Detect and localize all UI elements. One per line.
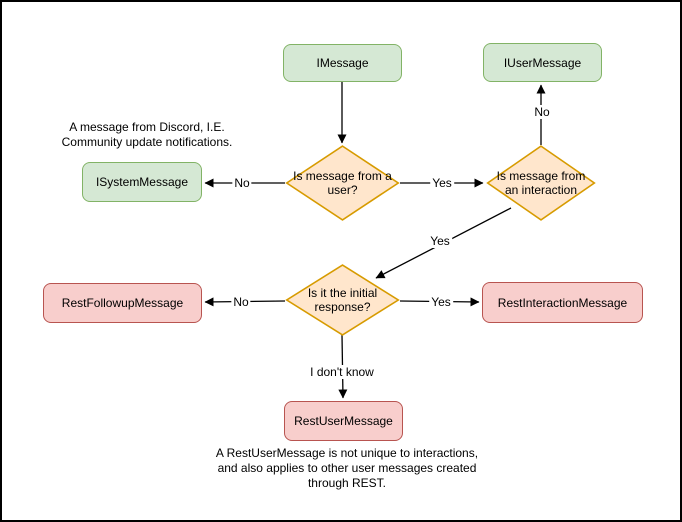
note-restusermessage: A RestUserMessage is not unique to inter… [215, 446, 479, 490]
node-restusermessage[interactable]: RestUserMessage [284, 401, 403, 441]
node-iusermessage[interactable]: IUserMessage [483, 43, 602, 82]
decision-from-interaction-label: Is message from an interaction [496, 169, 586, 197]
node-isystemmessage-label: ISystemMessage [95, 175, 189, 189]
node-restinteractionmessage-label: RestInteractionMessage [497, 295, 628, 310]
node-isystemmessage[interactable]: ISystemMessage [82, 162, 202, 202]
diamond-shape [486, 145, 596, 221]
node-iusermessage-label: IUserMessage [503, 55, 582, 70]
edge-label-yes-interaction: Yes [430, 176, 454, 190]
node-restusermessage-label: RestUserMessage [294, 414, 393, 428]
edge-label-no-usermessage: No [532, 105, 552, 119]
node-decision-initial-response[interactable]: Is it the initial response? [285, 264, 400, 336]
node-decision-from-user[interactable]: Is message from a user? [285, 145, 400, 221]
node-decision-from-interaction[interactable]: Is message from an interaction [486, 145, 596, 221]
edge-label-yes-initial: Yes [428, 234, 452, 248]
node-imessage-label: IMessage [316, 56, 369, 70]
node-restinteractionmessage[interactable]: RestInteractionMessage [482, 282, 643, 323]
edge-label-no-system: No [232, 176, 252, 190]
edge-label-dont-know: I don't know [308, 365, 376, 379]
edge-label-no-followup: No [231, 295, 251, 309]
diamond-shape [285, 145, 400, 221]
node-restfollowupmessage-label: RestFollowupMessage [61, 296, 184, 310]
decision-from-user-label: Is message from a user? [293, 169, 392, 197]
decision-initial-response-label: Is it the initial response? [307, 286, 378, 314]
node-imessage[interactable]: IMessage [283, 44, 402, 82]
node-restfollowupmessage[interactable]: RestFollowupMessage [43, 283, 202, 323]
edge-label-yes-restinteraction: Yes [429, 295, 453, 309]
diamond-shape [285, 264, 400, 336]
note-system-message: A message from Discord, I.E. Community u… [61, 120, 233, 149]
